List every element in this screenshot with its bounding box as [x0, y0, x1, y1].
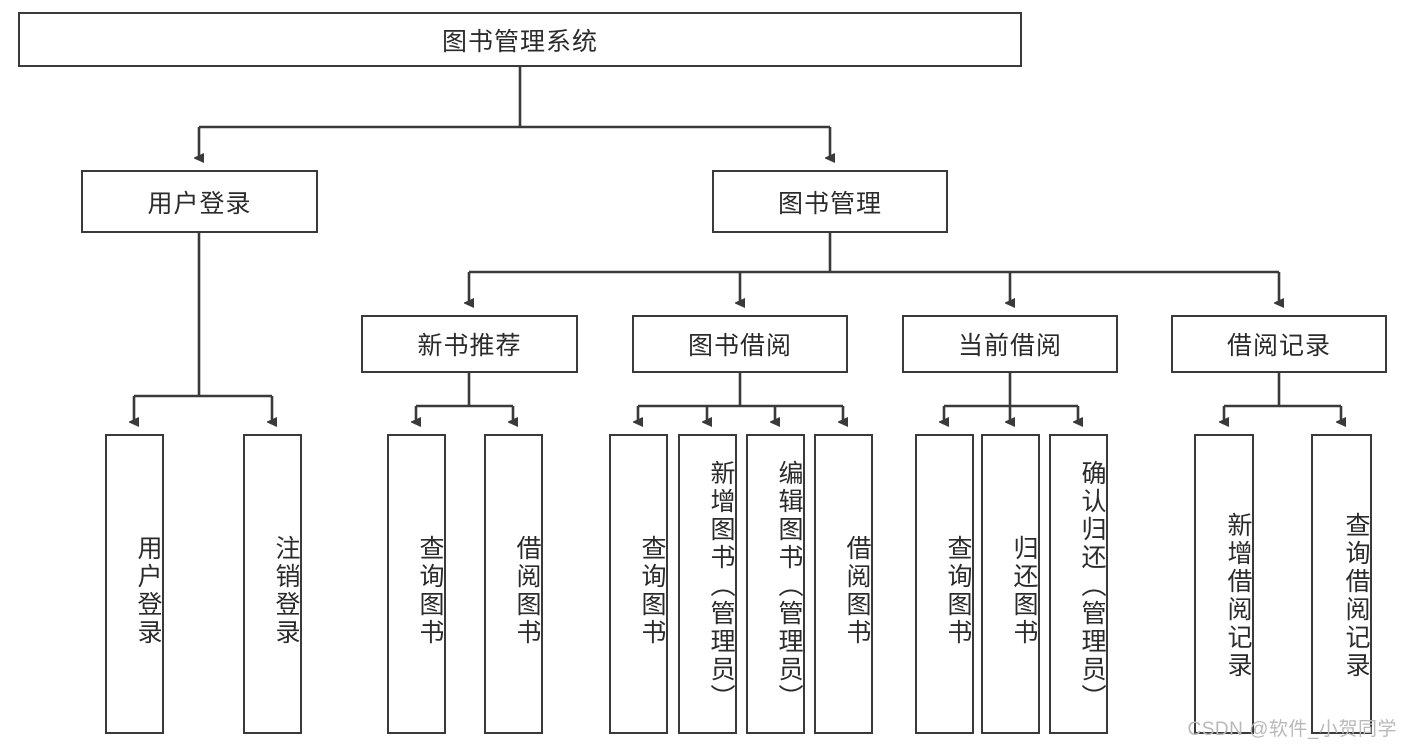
node-leaf-user-logout[interactable]: 注销登录 [243, 434, 302, 734]
node-book-manage[interactable]: 图书管理 [712, 170, 948, 233]
node-leaf-add-book[interactable]: 新增图书（管理员） [678, 434, 737, 734]
node-book-borrow-label: 图书借阅 [687, 332, 792, 360]
node-leaf-add-record-label: 新增借阅记录 [1224, 512, 1252, 680]
node-leaf-user-login-label: 用户登录 [134, 535, 162, 647]
node-current-borrow[interactable]: 当前借阅 [902, 315, 1118, 373]
node-leaf-borrow-book-1[interactable]: 借阅图书 [484, 434, 543, 734]
node-leaf-query-book-2-label: 查询图书 [638, 535, 666, 647]
node-leaf-borrow-book-2[interactable]: 借阅图书 [814, 434, 873, 734]
node-leaf-add-book-label: 新增图书（管理员） [707, 460, 735, 712]
node-book-borrow[interactable]: 图书借阅 [632, 315, 848, 373]
node-leaf-confirm-return-label: 确认归还（管理员） [1078, 460, 1106, 712]
node-new-book-rec[interactable]: 新书推荐 [361, 315, 578, 373]
node-leaf-borrow-book-1-label: 借阅图书 [513, 535, 541, 647]
node-leaf-edit-book[interactable]: 编辑图书（管理员） [746, 434, 805, 734]
node-root-label: 图书管理系统 [441, 27, 598, 56]
node-leaf-return-book[interactable]: 归还图书 [981, 434, 1040, 734]
node-leaf-confirm-return[interactable]: 确认归还（管理员） [1049, 434, 1108, 734]
node-leaf-query-record[interactable]: 查询借阅记录 [1311, 434, 1372, 734]
node-leaf-query-book-1[interactable]: 查询图书 [387, 434, 446, 734]
node-leaf-user-login[interactable]: 用户登录 [105, 434, 164, 734]
node-book-manage-label: 图书管理 [777, 189, 882, 218]
node-borrow-record-label: 借阅记录 [1226, 332, 1331, 360]
node-leaf-query-record-label: 查询借阅记录 [1342, 512, 1370, 680]
node-leaf-query-book-1-label: 查询图书 [416, 535, 444, 647]
node-user-login[interactable]: 用户登录 [81, 170, 318, 233]
node-leaf-add-record[interactable]: 新增借阅记录 [1194, 434, 1254, 734]
node-current-borrow-label: 当前借阅 [957, 332, 1062, 360]
node-leaf-query-book-3-label: 查询图书 [944, 535, 972, 647]
node-leaf-borrow-book-2-label: 借阅图书 [843, 535, 871, 647]
node-user-login-label: 用户登录 [147, 189, 252, 218]
node-borrow-record[interactable]: 借阅记录 [1171, 315, 1387, 373]
node-root[interactable]: 图书管理系统 [18, 12, 1022, 67]
node-leaf-edit-book-label: 编辑图书（管理员） [775, 460, 803, 712]
node-new-book-rec-label: 新书推荐 [417, 332, 522, 360]
node-leaf-query-book-2[interactable]: 查询图书 [609, 434, 668, 734]
node-leaf-return-book-label: 归还图书 [1010, 535, 1038, 647]
node-leaf-user-logout-label: 注销登录 [272, 535, 300, 647]
node-leaf-query-book-3[interactable]: 查询图书 [915, 434, 974, 734]
watermark-text: CSDN @软件_小贺同学 [1187, 719, 1397, 740]
